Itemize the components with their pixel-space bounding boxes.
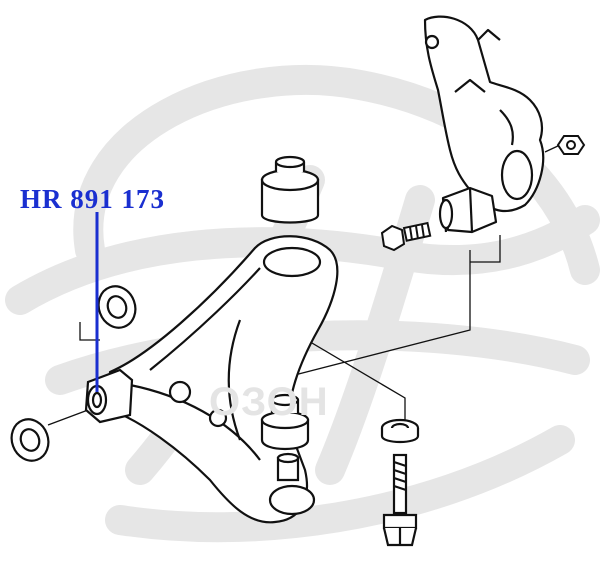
bushing-upper (260, 155, 320, 224)
steering-knuckle (423, 15, 545, 213)
washer-upper-left (97, 285, 137, 329)
washer-lower-left (10, 418, 50, 462)
bushing-rear (260, 393, 310, 450)
bolt-right (382, 453, 418, 547)
clamp-bolt (380, 221, 432, 252)
washer-right (380, 418, 420, 444)
watermark-text: ОЗОН (209, 380, 329, 424)
control-arm (108, 235, 339, 524)
ball-joint (268, 452, 316, 516)
part-number-label: HR 891 173 (20, 184, 165, 214)
nut-top (556, 135, 586, 155)
knuckle-clamp (438, 186, 498, 234)
